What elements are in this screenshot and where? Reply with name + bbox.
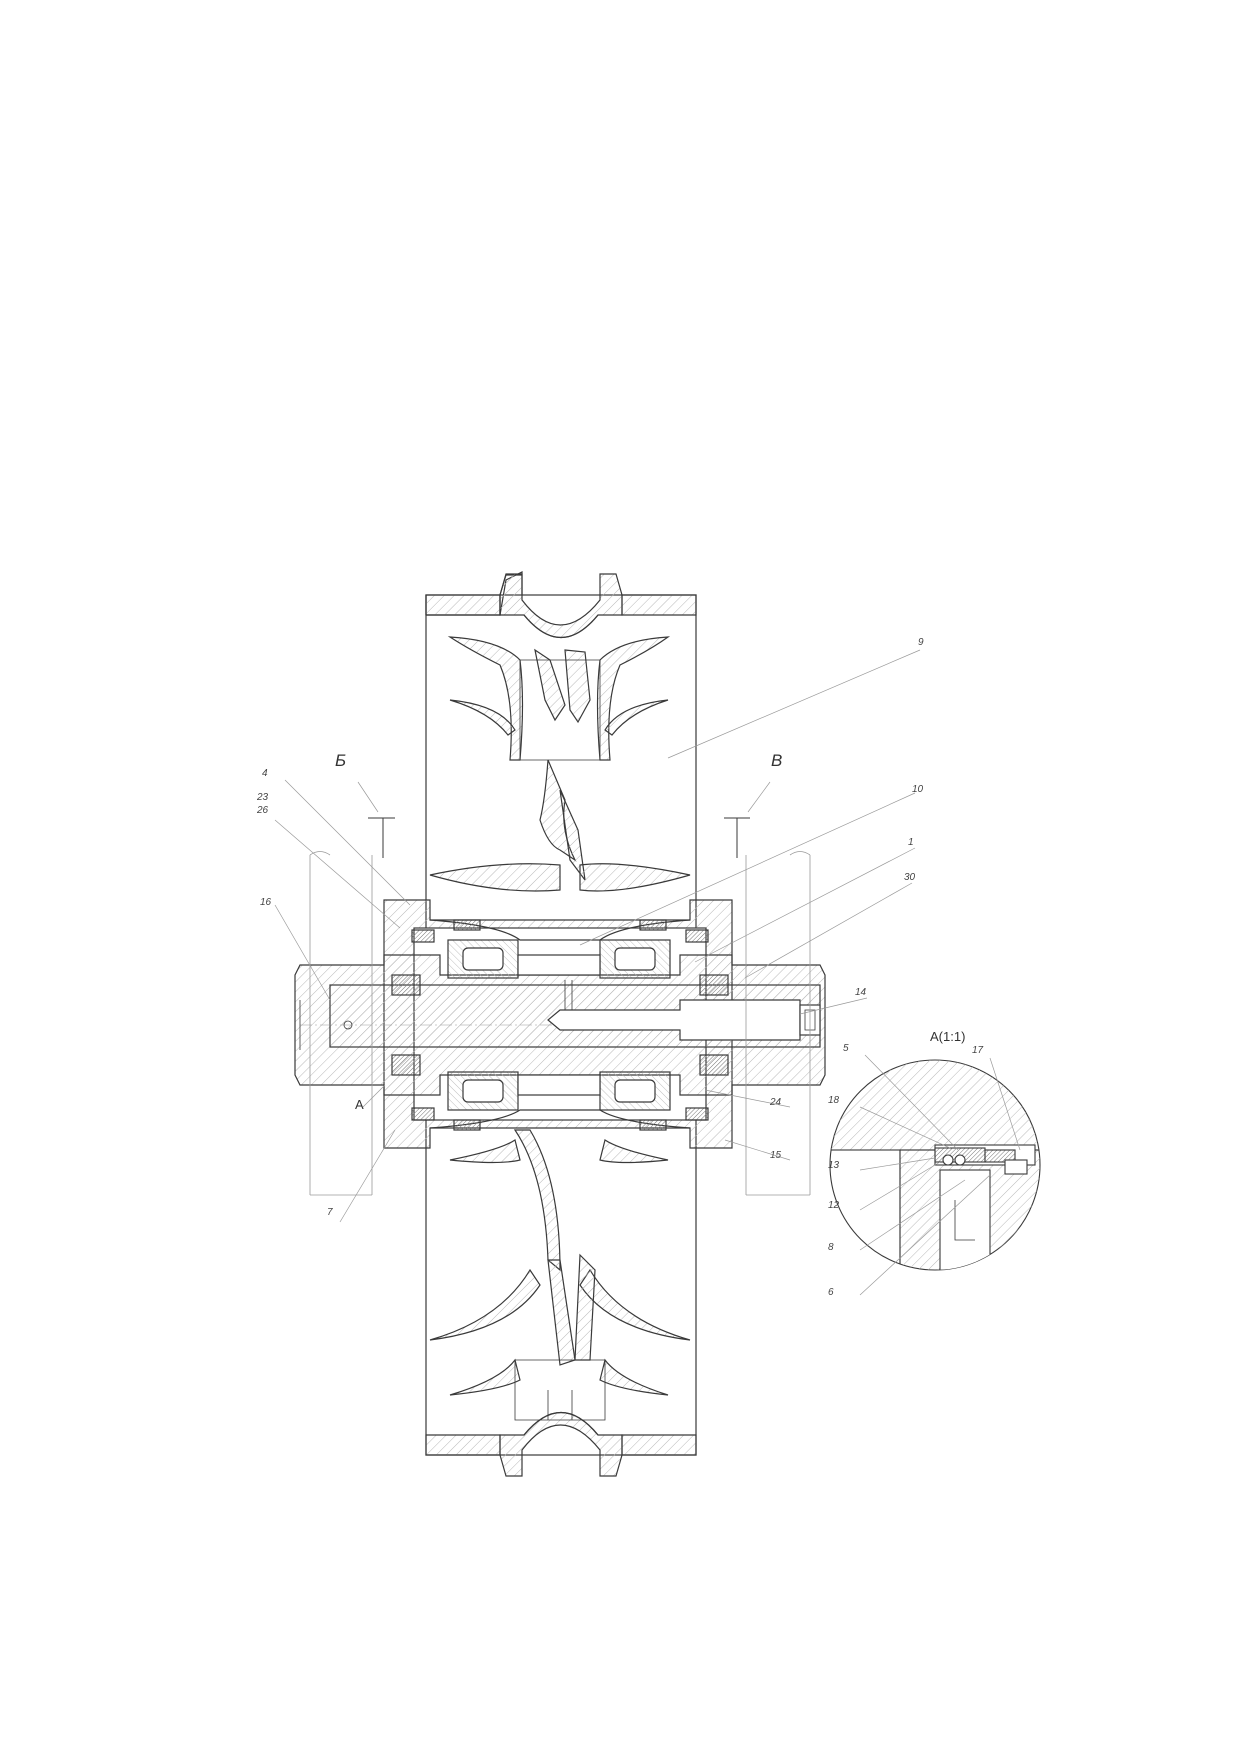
callout-9: 9 <box>918 637 924 648</box>
frame-lines <box>309 851 811 1196</box>
lower-blades <box>429 1129 691 1421</box>
upper-blades <box>429 636 691 892</box>
callout-10: 10 <box>912 784 924 795</box>
callout-14: 14 <box>855 987 867 998</box>
top-rim <box>425 571 697 638</box>
bottom-rim <box>425 1412 697 1477</box>
detail-title: А(1:1) <box>930 1029 966 1044</box>
seals <box>391 919 729 1131</box>
callout-7: 7 <box>327 1207 333 1218</box>
callout-24: 24 <box>770 1097 782 1108</box>
callout-18: 18 <box>828 1095 840 1106</box>
leader-lines <box>274 649 921 1223</box>
section-mark-lines <box>357 781 771 858</box>
callout-30: 30 <box>904 872 916 883</box>
detail-view <box>829 1054 1041 1296</box>
detail-leaders <box>859 1054 1021 1296</box>
callout-13: 13 <box>828 1160 840 1171</box>
callout-23: 23 <box>257 792 269 803</box>
callout-8: 8 <box>828 1242 834 1253</box>
detail-ref-a: А <box>355 1097 364 1112</box>
callout-4: 4 <box>262 768 268 779</box>
callout-17: 17 <box>972 1045 984 1056</box>
callout-15: 15 <box>770 1150 782 1161</box>
callout-1: 1 <box>908 837 914 848</box>
callout-26: 26 <box>257 805 269 816</box>
callout-16: 16 <box>260 897 272 908</box>
axle <box>294 954 826 1096</box>
section-mark-b: Б <box>335 751 347 770</box>
callout-6: 6 <box>828 1287 834 1298</box>
main-view <box>274 571 921 1477</box>
callout-5: 5 <box>843 1043 849 1054</box>
callout-12: 12 <box>828 1200 840 1211</box>
section-mark-v: В <box>771 751 783 770</box>
bearings <box>447 939 671 1111</box>
